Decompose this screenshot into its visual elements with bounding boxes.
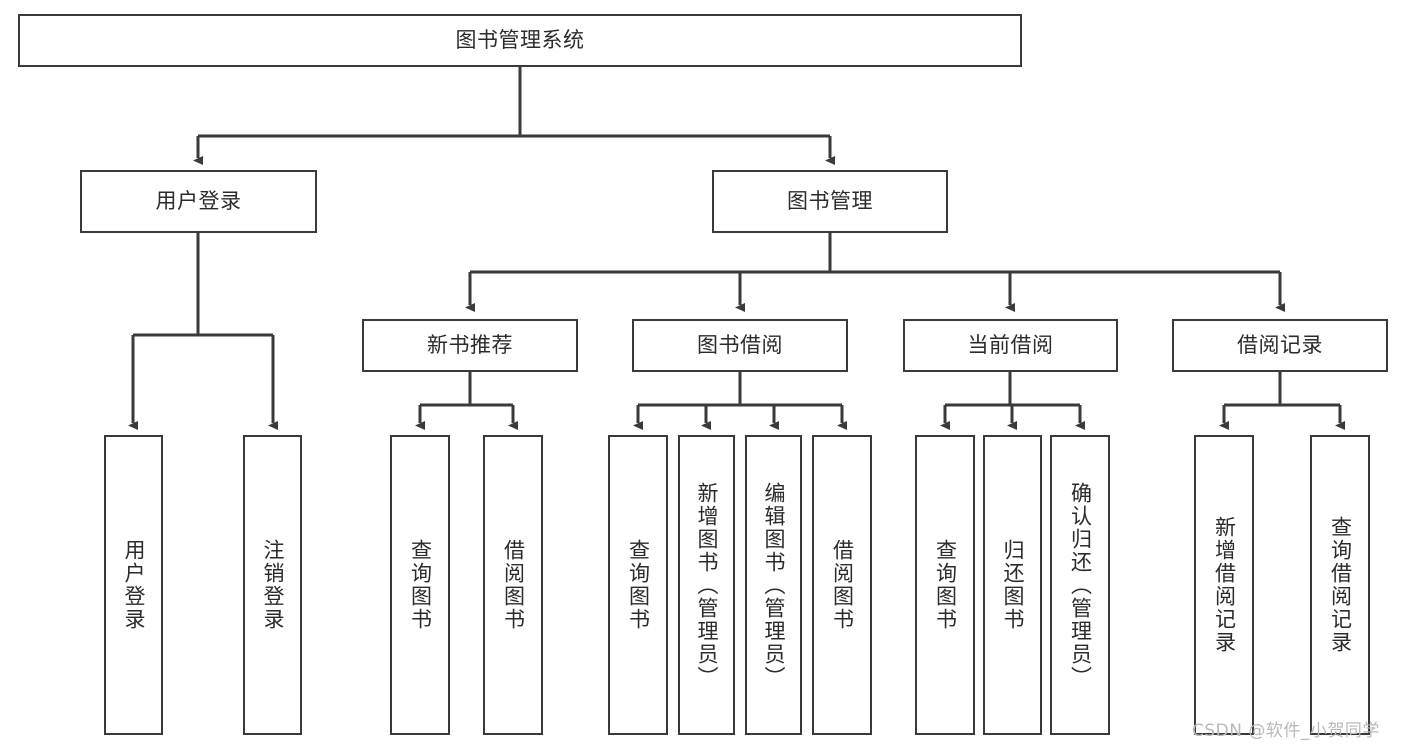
node-label: 图书管理系统: [455, 28, 585, 53]
leaf-query-borrow-record[interactable]: 查询借阅记录: [1310, 435, 1370, 735]
node-label: 新增图书（管理员）: [695, 481, 719, 689]
node-label: 查询图书: [408, 539, 433, 631]
node-label: 借阅记录: [1237, 333, 1323, 358]
node-label: 编辑图书（管理员）: [762, 481, 786, 689]
leaf-confirm-return-admin[interactable]: 确认归还（管理员）: [1050, 435, 1110, 735]
leaf-user-login[interactable]: 用户登录: [104, 435, 163, 735]
node-label: 查询借阅记录: [1328, 516, 1353, 654]
leaf-borrow-book[interactable]: 借阅图书: [812, 435, 872, 735]
node-label: 确认归还（管理员）: [1068, 481, 1093, 689]
leaf-return-book[interactable]: 归还图书: [983, 435, 1042, 735]
node-book-borrow[interactable]: 图书借阅: [632, 319, 848, 372]
node-label: 用户登录: [122, 539, 146, 631]
leaf-logout[interactable]: 注销登录: [243, 435, 302, 735]
node-book-management[interactable]: 图书管理: [712, 170, 948, 233]
node-label: 图书管理: [787, 189, 873, 214]
node-label: 新书推荐: [427, 333, 513, 358]
node-label: 查询图书: [626, 539, 651, 631]
leaf-query-book-current[interactable]: 查询图书: [915, 435, 975, 735]
leaf-query-book-recommend[interactable]: 查询图书: [390, 435, 450, 735]
node-label: 归还图书: [1001, 539, 1025, 631]
node-label: 借阅图书: [501, 539, 526, 631]
node-label: 查询图书: [933, 539, 958, 631]
leaf-edit-book-admin[interactable]: 编辑图书（管理员）: [745, 435, 802, 735]
node-user-login[interactable]: 用户登录: [80, 170, 317, 233]
leaf-borrow-book-recommend[interactable]: 借阅图书: [483, 435, 543, 735]
node-root[interactable]: 图书管理系统: [18, 14, 1022, 67]
node-label: 注销登录: [261, 539, 285, 631]
leaf-add-book-admin[interactable]: 新增图书（管理员）: [678, 435, 735, 735]
node-label: 用户登录: [155, 189, 242, 214]
node-label: 新增借阅记录: [1212, 516, 1237, 654]
leaf-add-borrow-record[interactable]: 新增借阅记录: [1194, 435, 1254, 735]
node-label: 当前借阅: [967, 333, 1054, 358]
node-label: 图书借阅: [697, 333, 783, 358]
node-label: 借阅图书: [830, 539, 855, 631]
node-current-borrow[interactable]: 当前借阅: [903, 319, 1118, 372]
node-new-book-recommend[interactable]: 新书推荐: [362, 319, 578, 372]
node-borrow-record[interactable]: 借阅记录: [1172, 319, 1388, 372]
leaf-query-book-borrow[interactable]: 查询图书: [608, 435, 668, 735]
